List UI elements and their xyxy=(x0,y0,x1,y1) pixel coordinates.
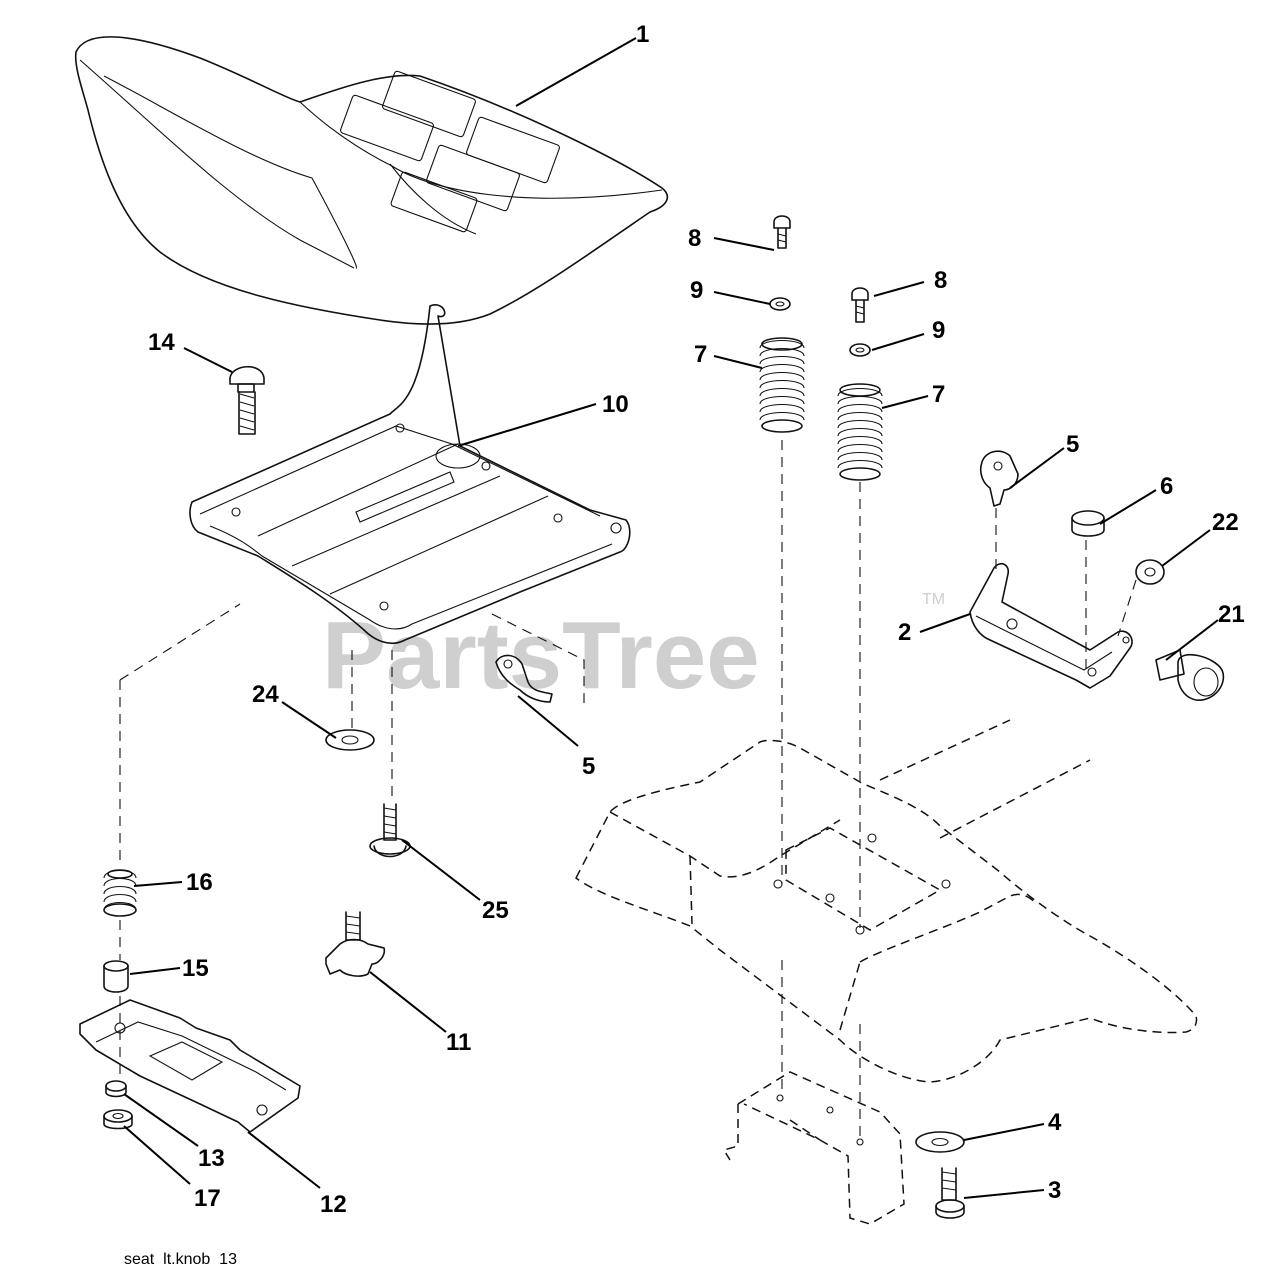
callout-8: 8 xyxy=(934,267,947,294)
part-nut-22[interactable] xyxy=(1135,559,1165,585)
callout-15: 15 xyxy=(182,955,209,982)
callout-6: 6 xyxy=(1160,473,1173,500)
part-washer-17[interactable] xyxy=(103,1109,133,1130)
callout-5: 5 xyxy=(1066,431,1079,458)
part-shoulder-bolt-25[interactable] xyxy=(369,803,411,858)
lower-bracket-phantom xyxy=(722,1071,905,1225)
callout-16: 16 xyxy=(186,869,213,896)
callout-8: 8 xyxy=(688,225,701,252)
part-bracket-12[interactable] xyxy=(79,999,301,1133)
callout-24: 24 xyxy=(252,681,279,708)
callout-5: 5 xyxy=(582,753,595,780)
part-seat[interactable] xyxy=(74,36,669,325)
watermark: PartsTree xyxy=(322,602,760,709)
callout-7: 7 xyxy=(694,341,707,368)
part-carriage-bolt-14[interactable] xyxy=(229,365,265,435)
part-washer-9-left[interactable] xyxy=(769,297,791,311)
part-bushing-15[interactable] xyxy=(103,960,129,993)
callout-labels: 1 8 8 9 9 7 7 14 10 5 6 22 21 2 24 5 25 … xyxy=(148,21,1245,1218)
callout-17: 17 xyxy=(194,1185,221,1212)
part-bolt-3[interactable] xyxy=(935,1167,965,1219)
part-washer-24[interactable] xyxy=(325,729,375,751)
callout-11: 11 xyxy=(446,1029,471,1056)
part-washer-9-right[interactable] xyxy=(849,343,871,357)
part-spring-16[interactable] xyxy=(103,869,137,917)
callout-12: 12 xyxy=(320,1191,347,1218)
callout-1: 1 xyxy=(636,21,649,48)
callout-9: 9 xyxy=(932,317,945,344)
part-nut-13[interactable] xyxy=(105,1080,127,1098)
callout-13: 13 xyxy=(198,1145,225,1172)
callout-3: 3 xyxy=(1048,1177,1061,1204)
assembly-guides xyxy=(119,440,1137,1140)
part-clip-5-upper[interactable] xyxy=(979,450,1019,507)
callout-21: 21 xyxy=(1218,601,1245,628)
callout-25: 25 xyxy=(482,897,509,924)
part-spring-7-right[interactable] xyxy=(837,383,883,481)
part-washer-4[interactable] xyxy=(915,1131,965,1153)
part-seat-pan[interactable] xyxy=(189,304,631,645)
part-knob-11[interactable] xyxy=(325,911,386,977)
callout-14: 14 xyxy=(148,329,175,356)
part-bolt-8-right[interactable] xyxy=(851,287,869,323)
callout-7: 7 xyxy=(932,381,945,408)
callout-4: 4 xyxy=(1048,1109,1062,1136)
part-knob-21[interactable] xyxy=(1155,649,1225,701)
diagram-caption: seat lt.knob 13 xyxy=(124,1251,237,1268)
part-lever-bracket-2[interactable] xyxy=(969,562,1133,689)
part-bolt-8-left[interactable] xyxy=(773,215,791,249)
frame-phantom xyxy=(575,719,1198,1083)
part-bushing-6[interactable] xyxy=(1071,510,1105,537)
part-clip-5-lower[interactable] xyxy=(495,654,553,703)
callout-2: 2 xyxy=(898,619,911,646)
callout-10: 10 xyxy=(602,391,629,418)
callout-9: 9 xyxy=(690,277,703,304)
watermark-trademark: TM xyxy=(922,591,945,608)
part-spring-7-left[interactable] xyxy=(759,337,805,433)
leader-lines xyxy=(123,37,1219,1199)
callout-22: 22 xyxy=(1212,509,1239,536)
